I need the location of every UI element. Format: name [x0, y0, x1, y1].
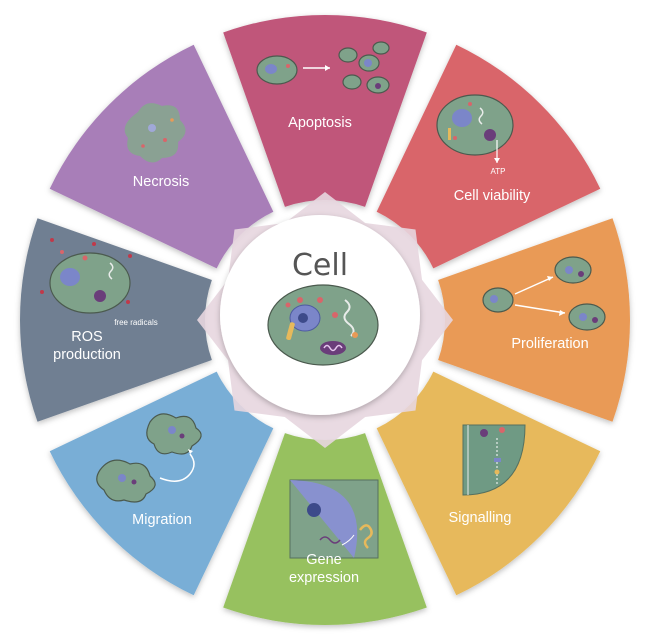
- atp-label: ATP: [491, 167, 506, 176]
- segment-label-gene-expression: expression: [289, 570, 359, 586]
- ros-production-illustration: free radicals: [40, 238, 158, 327]
- cell-viability-illustration: ATP: [436, 94, 514, 176]
- proliferation-illustration: [482, 256, 606, 331]
- segment-migration[interactable]: [49, 371, 274, 596]
- segment-cell-viability[interactable]: [376, 44, 601, 269]
- segment-label-migration: Migration: [132, 512, 192, 528]
- segment-label-apoptosis: Apoptosis: [288, 115, 352, 131]
- segment-label-cell-viability: Cell viability: [454, 188, 531, 204]
- migration-illustration: [96, 413, 202, 503]
- segment-label-ros-production: production: [53, 347, 121, 363]
- segment-label-ros-production: ROS: [71, 329, 102, 345]
- segment-label-gene-expression: Gene: [306, 552, 341, 568]
- segment-label-necrosis: Necrosis: [133, 174, 189, 190]
- apoptosis-illustration: [256, 41, 390, 94]
- segments-layer: [19, 14, 631, 625]
- center-cell-icon: [267, 284, 379, 366]
- segment-label-signalling: Signalling: [449, 510, 512, 526]
- segment-label-proliferation: Proliferation: [511, 336, 588, 352]
- center-title: Cell: [292, 248, 348, 283]
- necrosis-illustration: [124, 103, 186, 163]
- signalling-illustration: [462, 424, 526, 496]
- free-radicals-label: free radicals: [114, 318, 158, 327]
- gene-expression-illustration: [289, 479, 379, 559]
